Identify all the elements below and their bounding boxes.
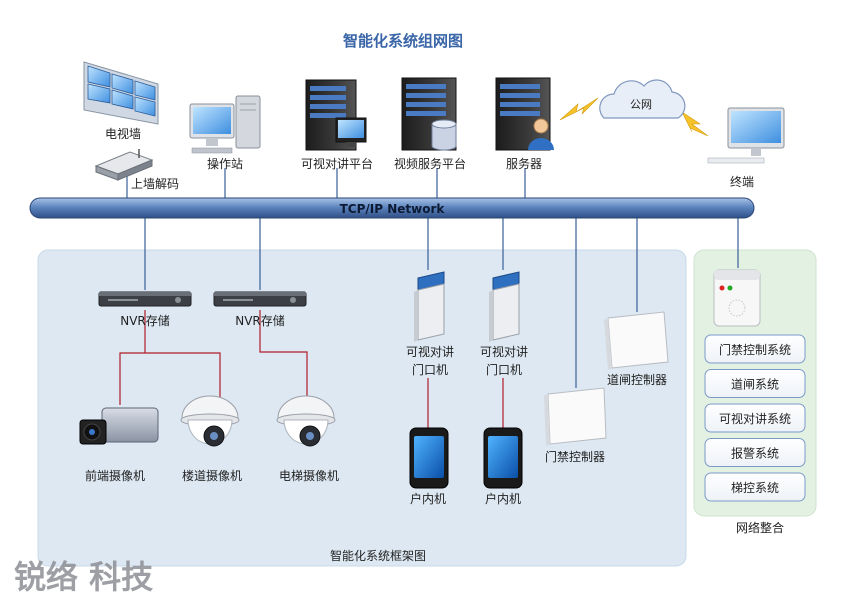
nvr-icon: [213, 291, 307, 307]
video-links: [119, 310, 504, 428]
system-item: 可视对讲系统: [704, 403, 806, 433]
video-wall-label: 电视墙: [105, 126, 141, 141]
indoor-unit-1-label: 户内机: [410, 491, 446, 506]
nvr2-label: NVR存储: [235, 313, 285, 328]
door-station-icon: [489, 271, 520, 342]
workstation-icon: [189, 95, 261, 154]
door-station-2-line1: 可视对讲: [480, 344, 528, 359]
diagram-title: 智能化系统组网图: [343, 32, 463, 50]
nvr-icon: [98, 291, 192, 307]
integration-caption: 网络整合: [736, 520, 784, 535]
door-station-1-line1: 可视对讲: [406, 344, 454, 359]
door-station-2-line2: 门口机: [486, 362, 522, 377]
decoder-label: 上墙解码: [131, 177, 179, 191]
box-camera-icon: [79, 407, 159, 445]
network-bus: TCP/IP Network: [29, 197, 755, 219]
decoder-icon: [94, 149, 154, 181]
system-box: [704, 334, 806, 364]
video-service-platform-label: 视频服务平台: [394, 156, 466, 171]
dome-camera-icon: [276, 395, 336, 447]
system-item: 道闸系统: [704, 369, 806, 398]
integration-device-icon: [713, 269, 761, 327]
video-wall-icon: [83, 61, 159, 125]
system-box: [704, 438, 806, 467]
framework-panel: [37, 249, 687, 567]
gate-controller-icon: [604, 311, 669, 370]
door-station-icon: [414, 271, 445, 342]
system-label: 梯控系统: [731, 481, 779, 495]
intercom-platform-label: 可视对讲平台: [301, 156, 373, 171]
door-station-1-line2: 门口机: [412, 362, 448, 377]
video-service-platform-icon: [401, 77, 457, 151]
system-label: 门禁控制系统: [719, 342, 791, 357]
gate-controller-label: 道闸控制器: [607, 373, 667, 387]
system-label: 道闸系统: [731, 378, 779, 392]
indoor-unit-icon: [483, 427, 523, 489]
terminal-icon: [707, 107, 785, 164]
access-controller-icon: [544, 387, 607, 446]
access-controller-label: 门禁控制器: [545, 449, 605, 464]
system-box: [704, 403, 806, 433]
workstation-label: 操作站: [207, 156, 243, 171]
dome-camera-icon: [180, 395, 240, 447]
system-label: 报警系统: [731, 446, 779, 461]
terminal-label: 终端: [730, 174, 754, 189]
system-item: 梯控系统: [704, 472, 806, 502]
elevator-camera-label: 电梯摄像机: [279, 468, 339, 483]
server-icon: [495, 77, 554, 151]
system-box: [704, 369, 806, 398]
cloud-icon: [599, 79, 686, 119]
corridor-camera-label: 楼道摄像机: [182, 468, 242, 483]
indoor-unit-2-label: 户内机: [485, 491, 521, 506]
system-label: 可视对讲系统: [719, 411, 791, 426]
system-item: 门禁控制系统: [704, 334, 806, 364]
uplinks-top: [126, 168, 526, 200]
indoor-unit-icon: [409, 427, 449, 489]
nvr1-label: NVR存储: [120, 313, 170, 328]
watermark-logo: 锐络 科技: [14, 558, 153, 596]
cloud-label: 公网: [630, 98, 652, 111]
intercom-platform-icon: [305, 79, 367, 151]
network-bus-label: TCP/IP Network: [340, 202, 446, 216]
uplinks-bottom: [144, 218, 739, 388]
system-item: 报警系统: [704, 438, 806, 467]
server-label: 服务器: [506, 156, 542, 171]
frame-caption: 智能化系统框架图: [330, 548, 426, 563]
lightning-icon: [559, 97, 709, 137]
front-camera-label: 前端摄像机: [85, 468, 145, 483]
system-box: [704, 472, 806, 502]
